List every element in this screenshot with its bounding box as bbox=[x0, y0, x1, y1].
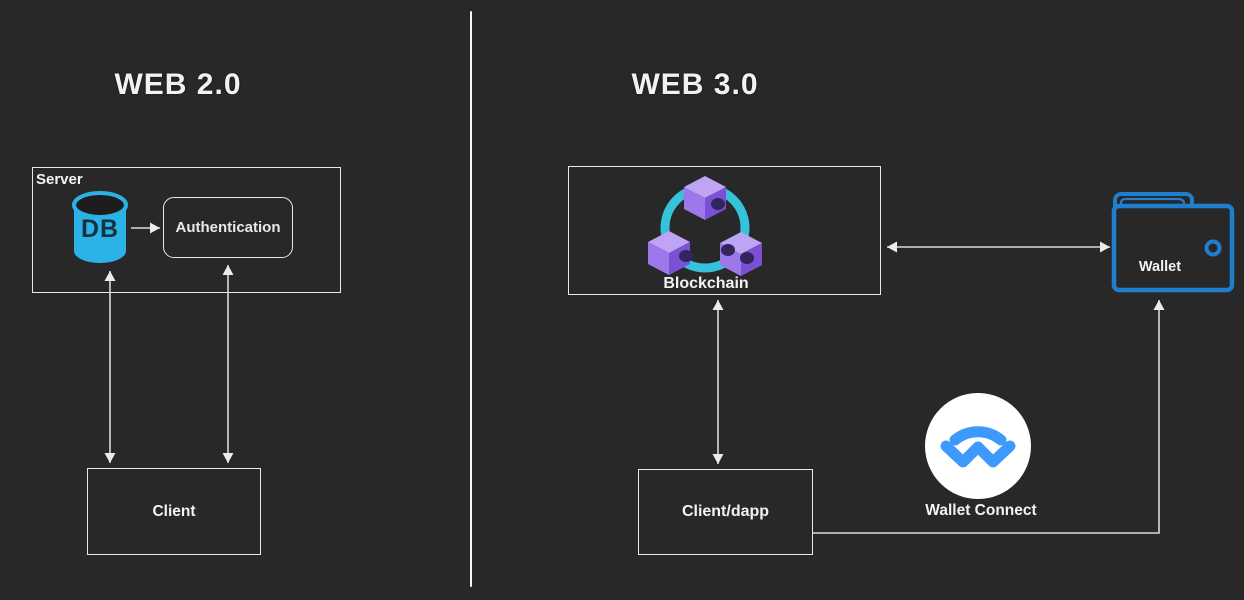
blockchain-label: Blockchain bbox=[663, 275, 749, 292]
authentication-label: Authentication bbox=[175, 219, 281, 236]
client-box: Client bbox=[87, 468, 261, 555]
connector-clientdapp-wallet bbox=[813, 300, 1165, 534]
authentication-box: Authentication bbox=[163, 197, 293, 258]
divider-line bbox=[470, 11, 472, 587]
db-label: DB bbox=[80, 215, 120, 243]
wallet-icon bbox=[1111, 192, 1235, 293]
server-label: Server bbox=[36, 171, 83, 188]
walletconnect-label: Wallet Connect bbox=[925, 502, 1037, 519]
web2-title: WEB 2.0 bbox=[114, 68, 242, 101]
client-label: Client bbox=[152, 502, 196, 520]
server-box: Server bbox=[32, 167, 341, 293]
wallet-label: Wallet bbox=[1138, 259, 1182, 275]
walletconnect-icon bbox=[925, 393, 1031, 499]
web3-title: WEB 3.0 bbox=[631, 68, 759, 101]
blockchain-box bbox=[568, 166, 881, 295]
clientdapp-box: Client/dapp bbox=[638, 469, 813, 555]
clientdapp-label: Client/dapp bbox=[681, 503, 770, 520]
